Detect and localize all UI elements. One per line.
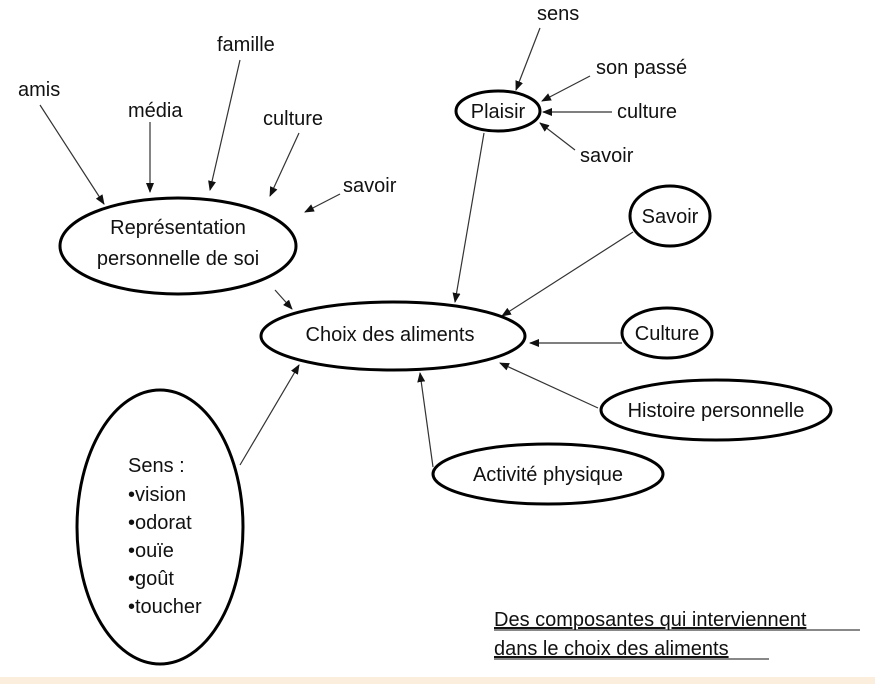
node-culture: [620, 306, 714, 360]
node-sens-title: Sens :: [128, 455, 185, 477]
node-sens: [75, 388, 245, 666]
arrow-sens-choix: [239, 364, 300, 466]
caption-line1: Des composantes qui interviennent: [494, 609, 807, 631]
arrow-amis: [39, 104, 105, 205]
arrow-savoir-choix: [501, 231, 634, 317]
node-representation-line1: Représentation: [110, 217, 246, 239]
arrow-histoire-choix: [499, 362, 599, 409]
arrow-plaisir-choix: [452, 132, 485, 303]
sens-item: •goût: [128, 568, 174, 590]
node-choix: [259, 300, 527, 372]
node-representation-line2: personnelle de soi: [97, 248, 259, 270]
node-culture-label: Culture: [635, 323, 699, 345]
node-savoir: [628, 184, 712, 248]
arrow-savoir: [304, 193, 341, 213]
sens-item: •vision: [128, 484, 186, 506]
arrow-savoir-plaisir: [539, 122, 576, 151]
arrow-sens-plaisir: [515, 27, 541, 91]
label-culture: culture: [263, 108, 323, 130]
node-savoir-label: Savoir: [642, 206, 699, 228]
sens-item: •odorat: [128, 512, 192, 534]
node-choix-label: Choix des aliments: [306, 324, 475, 346]
label-son-passe: son passé: [596, 57, 687, 79]
caption-line2: dans le choix des aliments: [494, 638, 729, 660]
arrow-activite-choix: [417, 372, 434, 468]
node-histoire-label: Histoire personnelle: [628, 400, 805, 422]
label-savoir: savoir: [343, 175, 397, 197]
footer-strip: [0, 677, 875, 684]
arrow-culture: [269, 132, 300, 197]
sens-item: •ouïe: [128, 540, 174, 562]
node-plaisir: [454, 89, 542, 133]
label-famille: famille: [217, 34, 275, 56]
node-activite-label: Activité physique: [473, 464, 623, 486]
label-media: média: [128, 100, 183, 122]
label-sens: sens: [537, 3, 579, 25]
label-savoir-plaisir: savoir: [580, 145, 634, 167]
label-culture-plaisir: culture: [617, 101, 677, 123]
arrow-famille: [208, 59, 241, 191]
arrow-sonpasse-plaisir: [541, 75, 591, 102]
label-amis: amis: [18, 79, 60, 101]
node-histoire: [599, 378, 833, 442]
node-activite: [431, 442, 665, 506]
sens-item: •toucher: [128, 596, 202, 618]
node-representation: [58, 196, 298, 296]
arrow-representation-choix: [274, 289, 293, 310]
node-plaisir-label: Plaisir: [471, 101, 526, 123]
